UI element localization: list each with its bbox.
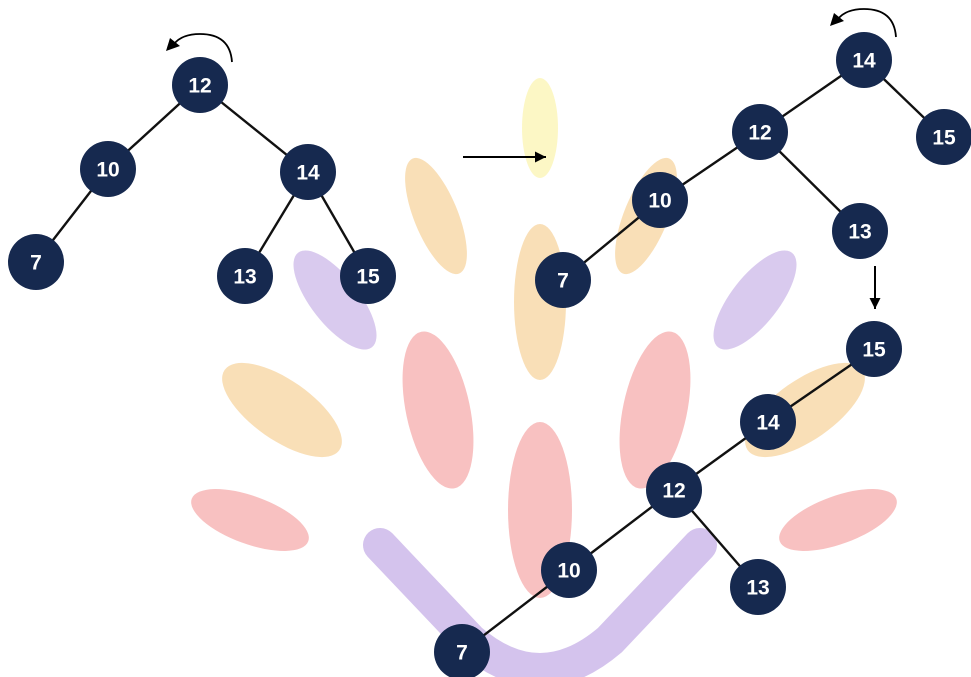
- watermark-petal: [713, 250, 797, 350]
- tree-node-14: 14: [740, 394, 796, 450]
- tree-node-15: 15: [916, 109, 971, 165]
- tree-node-14: 14: [836, 32, 892, 88]
- rotation-icons: [166, 8, 897, 63]
- node-circle: [172, 57, 228, 113]
- tree-node-12: 12: [172, 57, 228, 113]
- watermark-petal: [191, 489, 309, 551]
- node-label: 15: [862, 339, 886, 362]
- node-label: 15: [356, 266, 380, 289]
- node-circle: [730, 559, 786, 615]
- node-label: 14: [756, 412, 780, 435]
- node-label: 10: [557, 560, 580, 583]
- node-label: 15: [932, 127, 956, 150]
- node-circle: [217, 248, 273, 304]
- node-label: 13: [233, 266, 256, 289]
- node-label: 7: [30, 252, 42, 275]
- tree-node-15: 15: [846, 321, 902, 377]
- node-circle: [8, 234, 64, 290]
- node-circle: [541, 542, 597, 598]
- node-label: 13: [848, 221, 871, 244]
- tree-node-13: 13: [832, 203, 888, 259]
- watermark-petal: [779, 489, 897, 551]
- node-label: 13: [746, 577, 769, 600]
- node-circle: [732, 104, 788, 160]
- node-label: 7: [557, 270, 569, 293]
- watermark-petal: [402, 331, 474, 489]
- node-label: 12: [748, 122, 771, 145]
- node-circle: [340, 248, 396, 304]
- node-circle: [434, 624, 490, 677]
- tree-node-10: 10: [80, 141, 136, 197]
- node-label: 10: [96, 159, 119, 182]
- node-label: 14: [296, 162, 320, 185]
- node-label: 12: [662, 480, 685, 503]
- tree-node-7: 7: [535, 252, 591, 308]
- transition-arrows: [463, 151, 881, 309]
- tree-node-10: 10: [541, 542, 597, 598]
- node-circle: [836, 32, 892, 88]
- tree-node-7: 7: [8, 234, 64, 290]
- tree-node-13: 13: [730, 559, 786, 615]
- node-label: 12: [188, 75, 211, 98]
- tree-nodes: 12 10 14 7 13 15 14 12 15 10 13 7 15 14 12 10 13 7: [8, 32, 971, 677]
- watermark-flame: [522, 78, 558, 178]
- rotate-ccw-icon: [830, 8, 897, 38]
- node-circle: [646, 462, 702, 518]
- rotate-ccw-icon: [166, 33, 233, 63]
- node-circle: [740, 394, 796, 450]
- tree-edges: [35, 59, 945, 653]
- transition-arrow: [869, 266, 881, 309]
- node-label: 10: [648, 190, 671, 213]
- node-circle: [535, 252, 591, 308]
- node-circle: [632, 172, 688, 228]
- watermark-petal: [222, 362, 342, 458]
- node-circle: [916, 109, 971, 165]
- node-circle: [832, 203, 888, 259]
- tree-node-13: 13: [217, 248, 273, 304]
- tree-node-12: 12: [732, 104, 788, 160]
- tree-node-7: 7: [434, 624, 490, 677]
- node-circle: [846, 321, 902, 377]
- tree-node-14: 14: [280, 144, 336, 200]
- node-circle: [280, 144, 336, 200]
- tree-node-10: 10: [632, 172, 688, 228]
- watermark-petal: [405, 157, 467, 275]
- watermark-petal: [619, 331, 691, 489]
- node-label: 7: [456, 642, 468, 665]
- node-circle: [80, 141, 136, 197]
- transition-arrow: [463, 151, 546, 163]
- tree-node-12: 12: [646, 462, 702, 518]
- tree-node-15: 15: [340, 248, 396, 304]
- watermark-petal: [293, 250, 377, 350]
- node-label: 14: [852, 50, 876, 73]
